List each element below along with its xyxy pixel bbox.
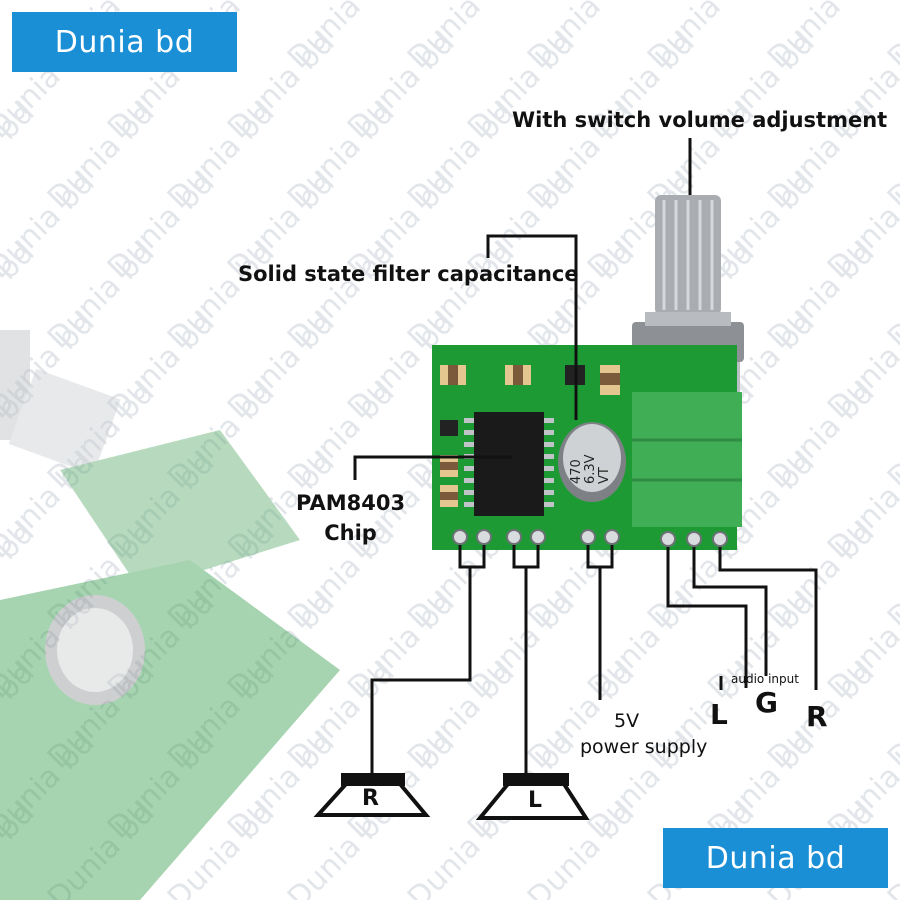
chip-label: PAM8403 Chip (296, 488, 405, 548)
bg-pot-body (60, 430, 300, 590)
speaker-left-label: L (528, 788, 543, 813)
bg-capacitor (45, 595, 145, 705)
header-pins (452, 529, 728, 547)
audio-input-label: audio input (731, 672, 799, 686)
bg-pcb (0, 560, 340, 900)
audio-right-label: R (806, 700, 828, 733)
svg-text:4706.3VVT: 4706.3VVT (569, 454, 612, 484)
chip-label-line1: PAM8403 (296, 491, 406, 515)
pot-shaft-knurl (662, 200, 714, 310)
pot-body (632, 392, 742, 527)
wire-audio-R (718, 547, 818, 690)
bg-knob-nut (8, 368, 121, 475)
brand-badge-top: Dunia bd (12, 12, 237, 72)
power-voltage-label: 5V (614, 710, 640, 732)
bg-capacitor-top (57, 608, 133, 692)
audio-ground-label: G (755, 686, 778, 719)
wires (353, 138, 818, 775)
audio-left-label: L (710, 698, 728, 731)
pam8403-chip (474, 412, 544, 516)
wire-capacitor (486, 234, 578, 420)
capacitor-label: Solid state filter capacitance (238, 262, 579, 286)
smd-components (440, 365, 620, 507)
pot-washer (645, 312, 731, 326)
brand-badge-bottom: Dunia bd (663, 828, 888, 888)
speaker-right-label: R (362, 786, 379, 811)
capacitor-marking: 6.3V (583, 454, 598, 484)
capacitor-marking: VT (597, 467, 612, 484)
speaker-left-icon (475, 773, 590, 820)
speaker-right-icon (313, 773, 431, 817)
wire-chip (353, 455, 512, 480)
bg-knob-shaft (0, 330, 30, 440)
power-supply-label: power supply (580, 736, 708, 758)
wire-audio-L (666, 547, 748, 688)
wire-audio-G (692, 547, 768, 676)
filter-capacitor: 4706.3VVT (558, 422, 626, 502)
volume-switch-label: With switch volume adjustment (512, 108, 888, 132)
capacitor-marking: 470 (569, 459, 584, 484)
chip-label-line2: Chip (324, 521, 377, 545)
wire-speaker-right (370, 567, 472, 775)
